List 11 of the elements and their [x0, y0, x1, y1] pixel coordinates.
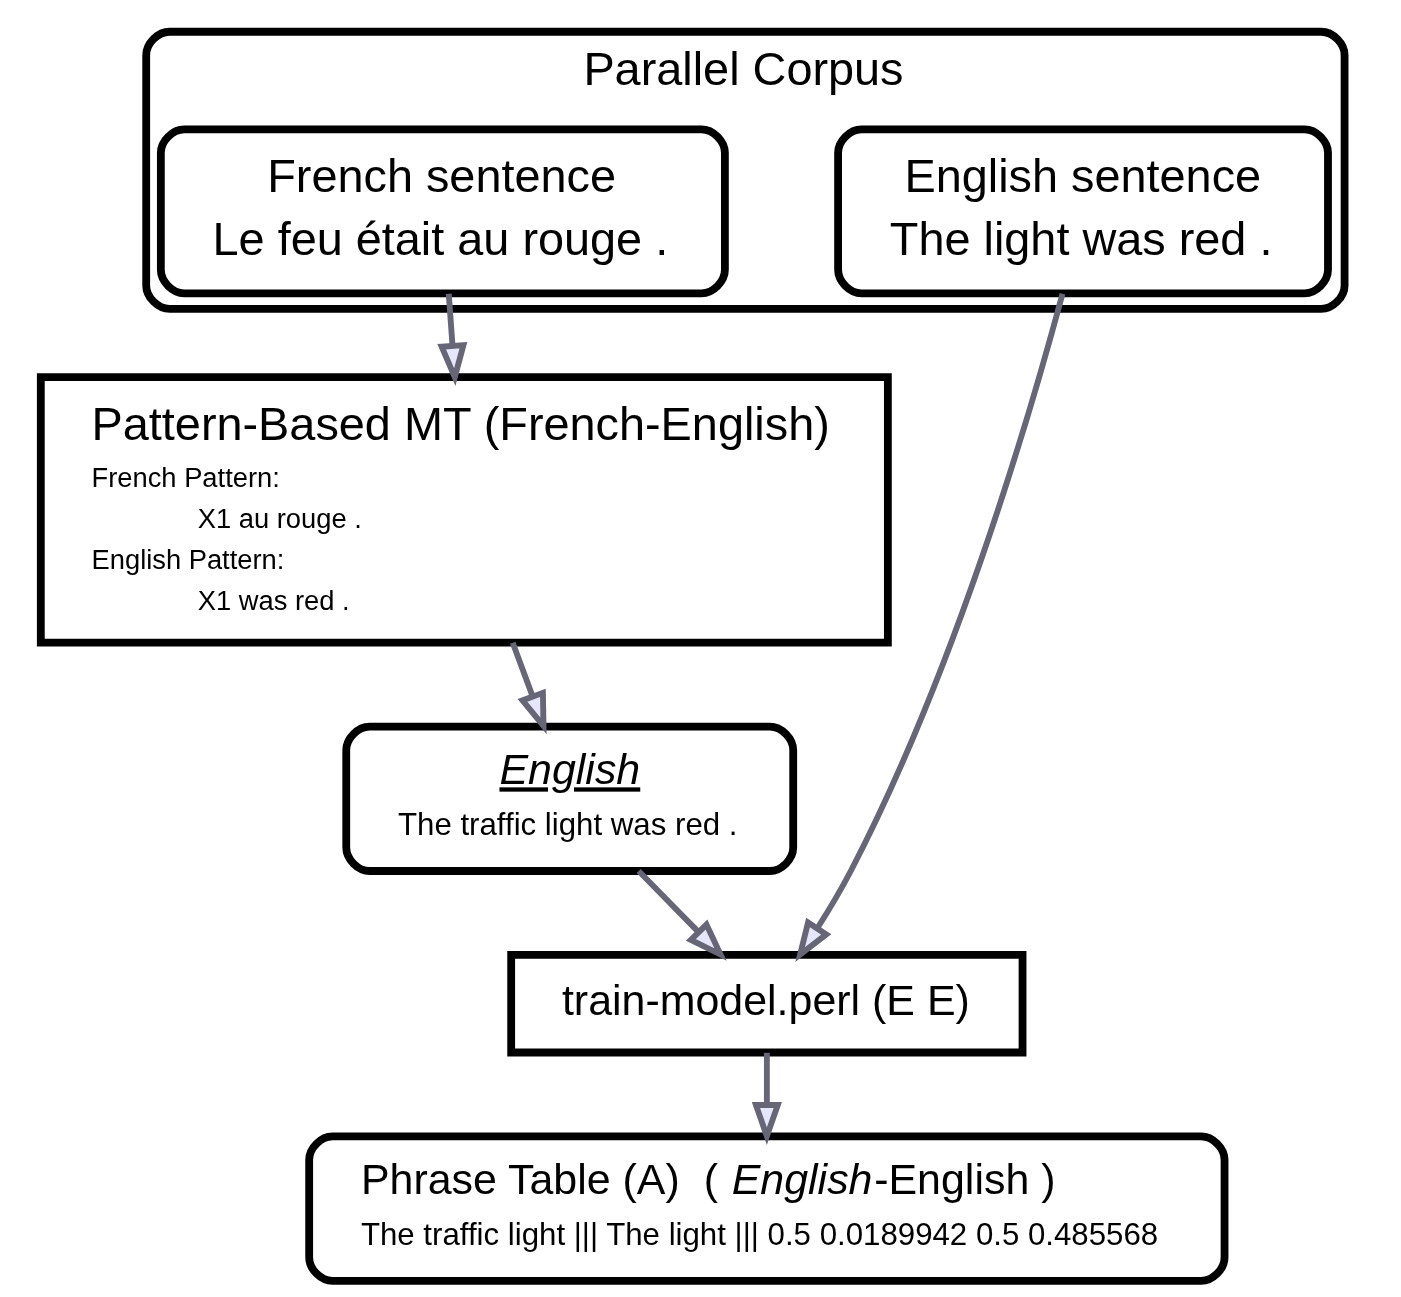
node-box: English sentence The light was red .: [834, 125, 1332, 298]
arrow: [795, 292, 1066, 962]
arrow: [751, 1052, 782, 1146]
node-box: French sentence Le feu était au rouge .: [156, 125, 729, 298]
node-box: English The traffic light was red .: [342, 722, 798, 875]
arrow: [437, 293, 468, 386]
arrow: [636, 869, 727, 961]
node-box: Phrase Table (A) ( English-English ) The traffic light ||| The light ||| 0.5 0.0189942 0.5 0.485568: [305, 1132, 1229, 1285]
arrow: [509, 641, 547, 735]
node-box: Pattern-Based MT (French-English) French Pattern: X1 au rouge . English Pattern: X1 was red .: [36, 373, 892, 647]
node-box: train-model.perl (E E): [507, 951, 1027, 1057]
